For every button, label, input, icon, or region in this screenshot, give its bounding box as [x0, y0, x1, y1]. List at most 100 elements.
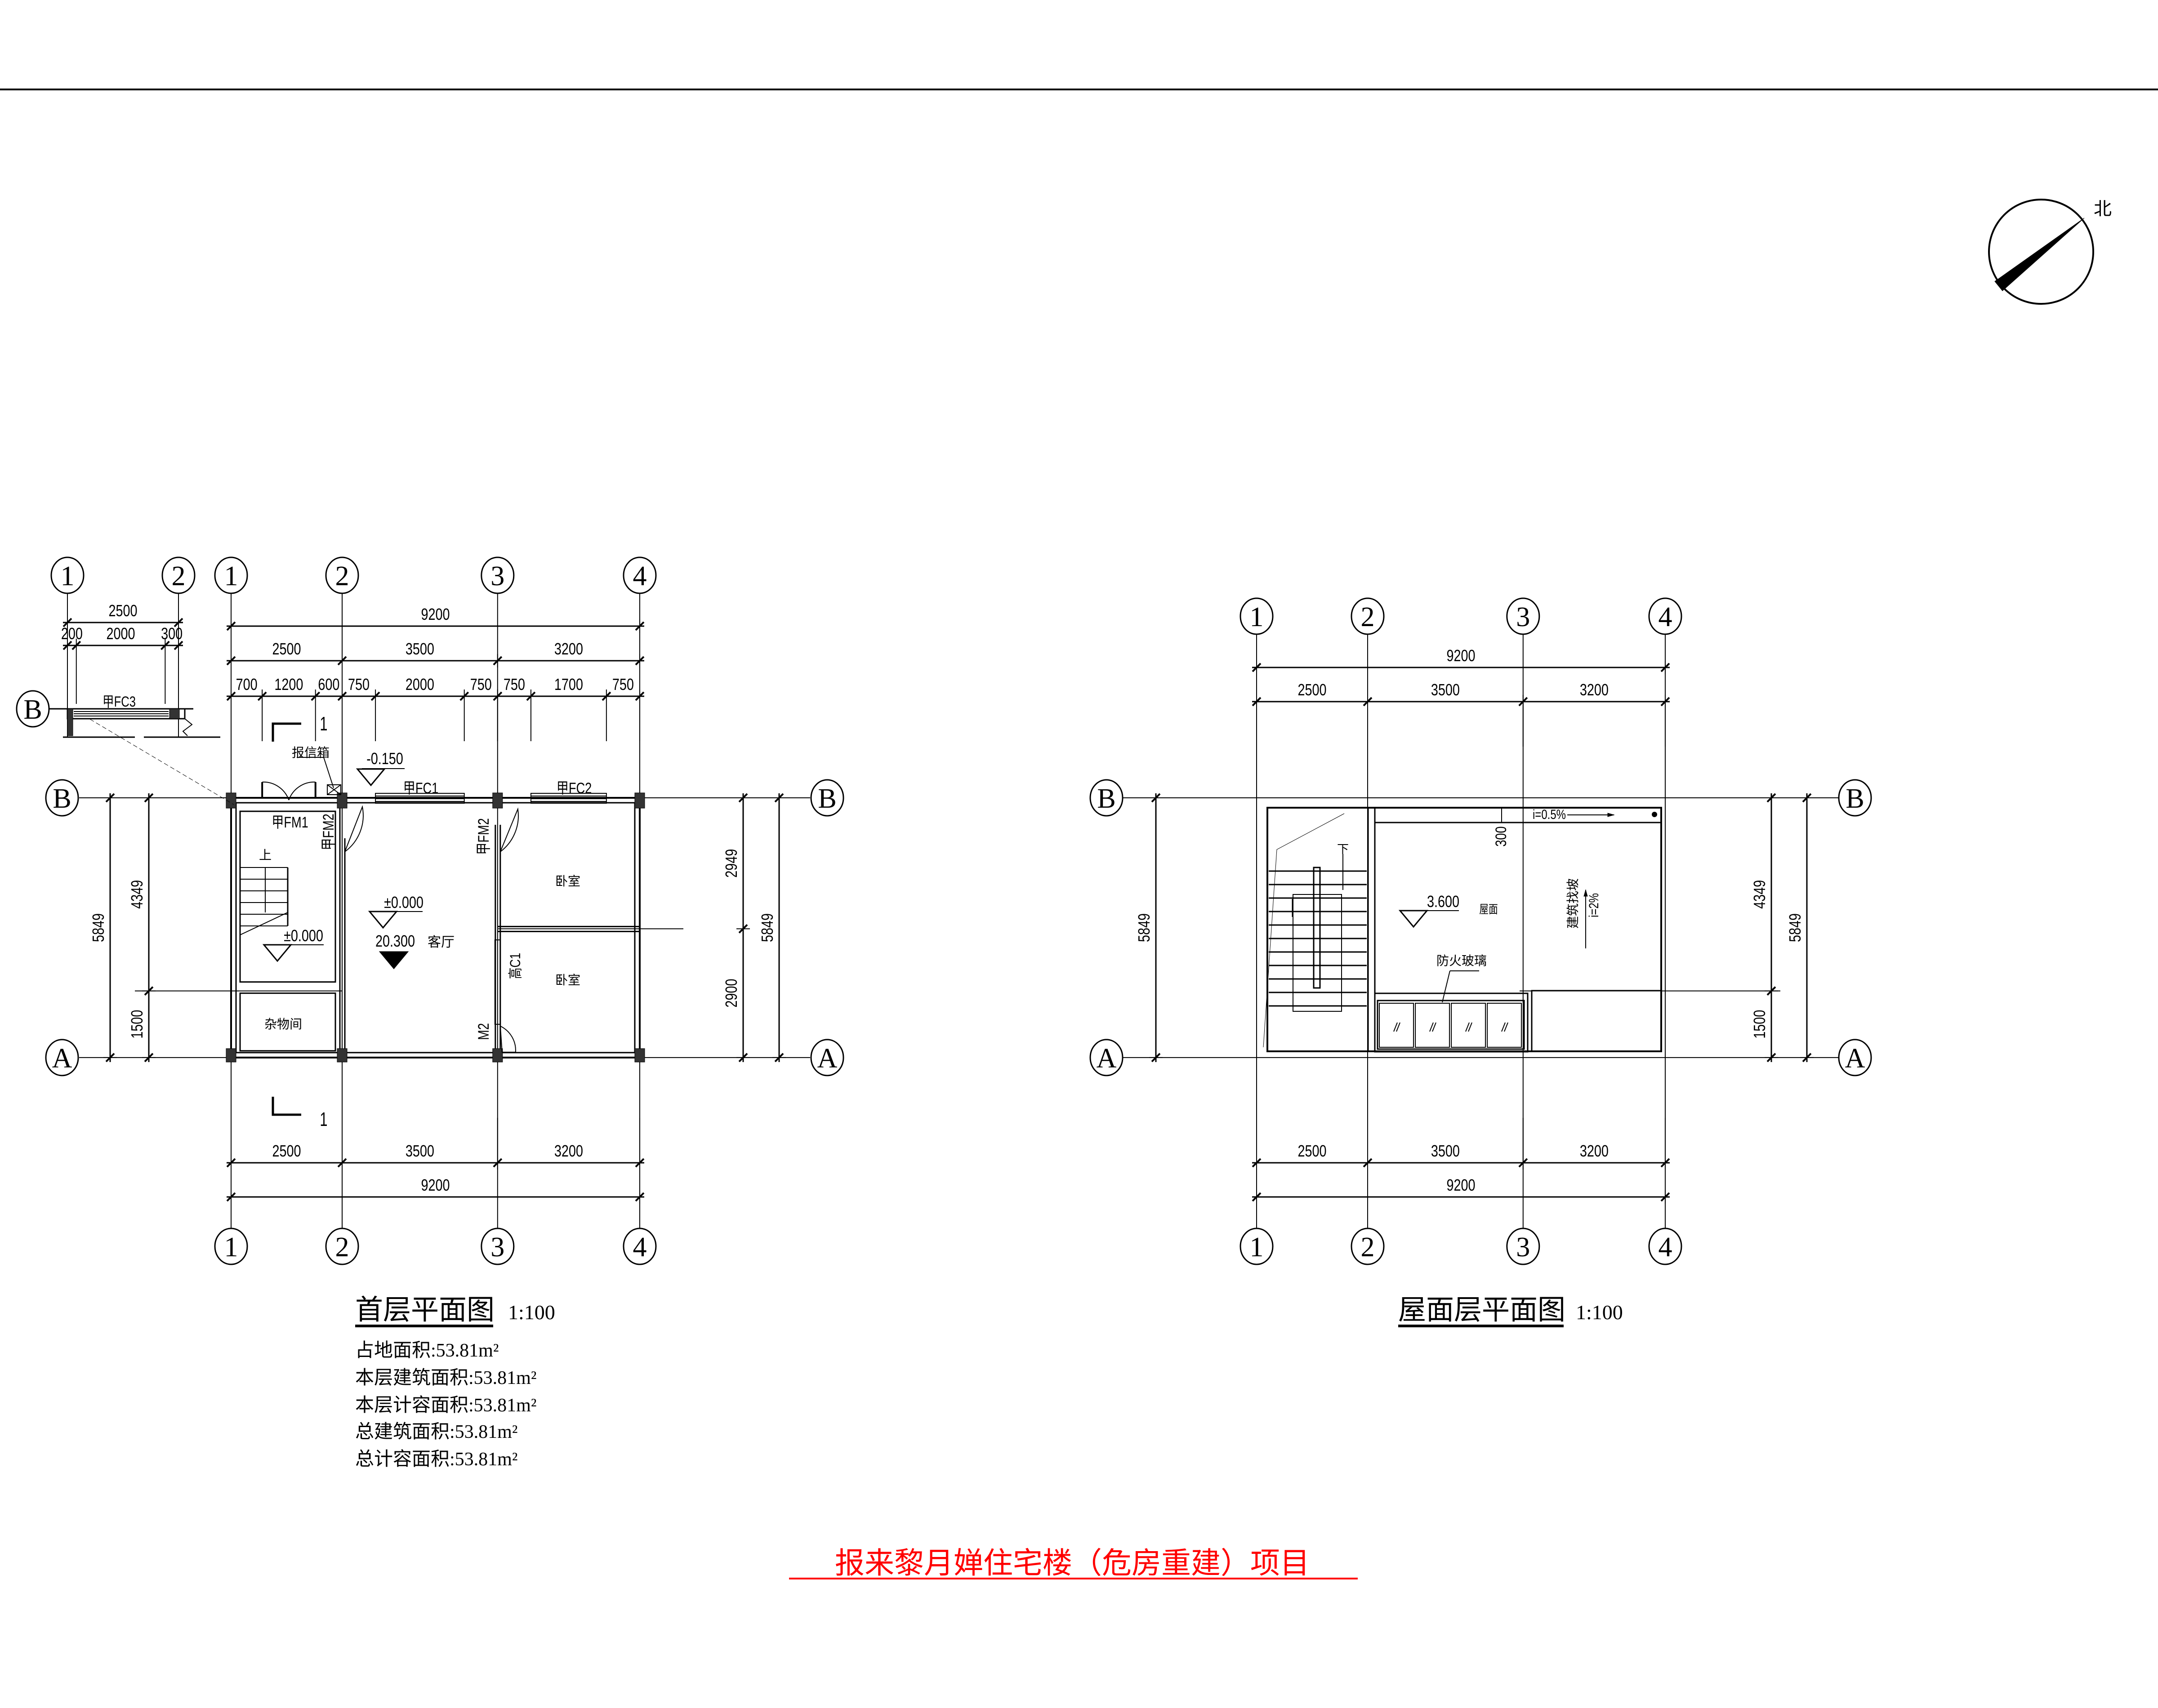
roof-outline	[1266, 807, 1662, 1052]
glass-hatch-icon	[1396, 1022, 1400, 1032]
dim-top-detail-label: 1200	[274, 675, 303, 694]
axis-bubble-top: 1	[224, 561, 238, 592]
dim-detail-label: 300	[161, 624, 183, 643]
axis-bubble-top: 4	[1658, 602, 1672, 632]
axis-bubble-bottom-circle	[1648, 1228, 1682, 1265]
slope-label: i=2%	[1586, 893, 1601, 917]
glass-hatch-icon	[1393, 1022, 1398, 1032]
dim-right-axes-label: 2949	[722, 849, 740, 878]
axis-bubble-top-circle	[214, 556, 248, 594]
dim-top-axes-label: 2500	[1297, 681, 1326, 699]
slope-method-label: 建筑找坡	[1566, 878, 1580, 929]
glass-hatch-icon	[1504, 1022, 1508, 1032]
door-swing-m2	[499, 1025, 516, 1053]
dim-top-total-label: 9200	[421, 605, 450, 623]
elevation-label: ±0.000	[284, 926, 323, 945]
dim-bottom-axes-label: 3500	[406, 1142, 434, 1160]
door-swing-fm2	[344, 805, 364, 852]
axis-bubble-bottom-circle	[214, 1228, 248, 1265]
door-label: M2	[475, 1023, 492, 1040]
leader-line	[1442, 970, 1450, 1003]
axis-bubble-bottom-circle	[1240, 1228, 1274, 1265]
door-label: 甲FM2	[475, 818, 492, 855]
dim-top-detail-label: 1700	[554, 675, 583, 694]
elevation-label: 3.600	[1427, 892, 1459, 911]
stair-run	[1293, 894, 1342, 1012]
axis-bubble-top: 3	[1516, 602, 1530, 632]
section-mark-label: 1	[320, 713, 327, 735]
axis-bubble-bottom-circle	[1351, 1228, 1385, 1265]
dim-right-axes-label: 4349	[1750, 880, 1769, 909]
axis-bubble-left: B	[53, 783, 71, 814]
glass-hatch-icon	[1501, 1022, 1506, 1032]
area-stat: 总建筑面积:53.81m²	[355, 1422, 517, 1442]
dim-top-axes-label: 3200	[554, 640, 583, 658]
window-c1	[494, 939, 501, 1025]
dim-right-axes-label: 2900	[722, 979, 740, 1008]
room-label-living: 客厅	[428, 935, 455, 950]
axis-bubble-right-circle	[810, 779, 844, 817]
stair-direction-label: 上	[259, 848, 272, 862]
room-label-storage: 杂物间	[264, 1017, 302, 1031]
dim-top-total-label: 9200	[1446, 646, 1475, 665]
axis-bubble-top: 1	[1250, 602, 1264, 632]
glass-hatch-icon	[1468, 1022, 1472, 1032]
axis-bubble-right: B	[1846, 783, 1864, 814]
room-label-bedroom: 卧室	[555, 874, 580, 888]
axis-bubble-top-circle	[1648, 597, 1682, 635]
north-arrow-needle-icon	[1994, 218, 2085, 291]
skylight-pane	[1487, 1003, 1522, 1048]
roof-box	[1531, 990, 1662, 1052]
stair-break-line	[240, 912, 288, 935]
axis-bubble-left-circle	[45, 779, 79, 817]
section-guide-line	[1263, 813, 1345, 1048]
axis-bubble-top: 3	[490, 561, 504, 592]
axis-bubble-right-circle	[1838, 779, 1872, 817]
window-label: 甲FC3	[103, 694, 136, 710]
axis-bubble-bottom-circle	[325, 1228, 359, 1265]
area-stat: 占地面积:53.81m²	[355, 1340, 499, 1361]
dim-left-axes-label: 4349	[128, 880, 146, 909]
door-swing-fm2	[499, 807, 519, 852]
axis-bubble-bottom: 1	[224, 1232, 238, 1263]
mailbox-icon	[327, 784, 341, 795]
dim-top-axes-label: 3200	[1580, 681, 1609, 699]
column	[492, 792, 503, 809]
plan-scale: 1:100	[508, 1301, 555, 1324]
fire-glass-label: 防火玻璃	[1436, 954, 1487, 968]
axis-bubble-top: 2	[335, 561, 349, 592]
axis-bubble-top-circle	[1240, 597, 1274, 635]
axis-bubble-top-circle	[325, 556, 359, 594]
column	[226, 792, 236, 809]
area-stat: 总计容面积:53.81m²	[355, 1449, 517, 1470]
column	[337, 792, 348, 809]
axis-bubble-detail: 1	[61, 561, 75, 592]
dim-right-total-label: 5849	[758, 913, 776, 942]
dimension-label: 300	[1492, 826, 1510, 846]
dim-left-total-label: 5849	[1135, 913, 1153, 942]
axis-bubble-left-circle	[45, 1039, 79, 1076]
area-stat: 本层建筑面积:53.81m²	[355, 1368, 536, 1388]
axis-bubble-left-circle	[1089, 1039, 1124, 1076]
axis-bubble-detail: B	[23, 694, 42, 725]
section-mark-label: 1	[320, 1109, 327, 1131]
project-title: 报来黎月婵住宅楼（危房重建）项目	[835, 1547, 1310, 1580]
dim-bottom-axes-label: 3200	[1580, 1142, 1609, 1160]
axis-bubble-left: A	[52, 1043, 72, 1074]
dim-detail-total-label: 2500	[108, 601, 137, 620]
room-label-bedroom: 卧室	[555, 973, 580, 987]
window-label: 甲FC2	[557, 779, 592, 797]
dim-bottom-axes-label: 3500	[1431, 1142, 1460, 1160]
section-mark	[272, 722, 301, 742]
axis-bubble-top-circle	[1506, 597, 1540, 635]
elevation-marker	[1398, 910, 1429, 928]
axis-bubble-right: A	[817, 1043, 838, 1074]
axis-bubble-bottom: 4	[1658, 1232, 1672, 1263]
window-frame	[375, 793, 465, 804]
skylight-pane	[1451, 1003, 1486, 1048]
outer-wall	[230, 797, 641, 1059]
elevation-marker	[356, 768, 386, 787]
axis-bubble-bottom: 3	[1516, 1232, 1530, 1263]
north-arrow-circle	[1988, 199, 2094, 305]
